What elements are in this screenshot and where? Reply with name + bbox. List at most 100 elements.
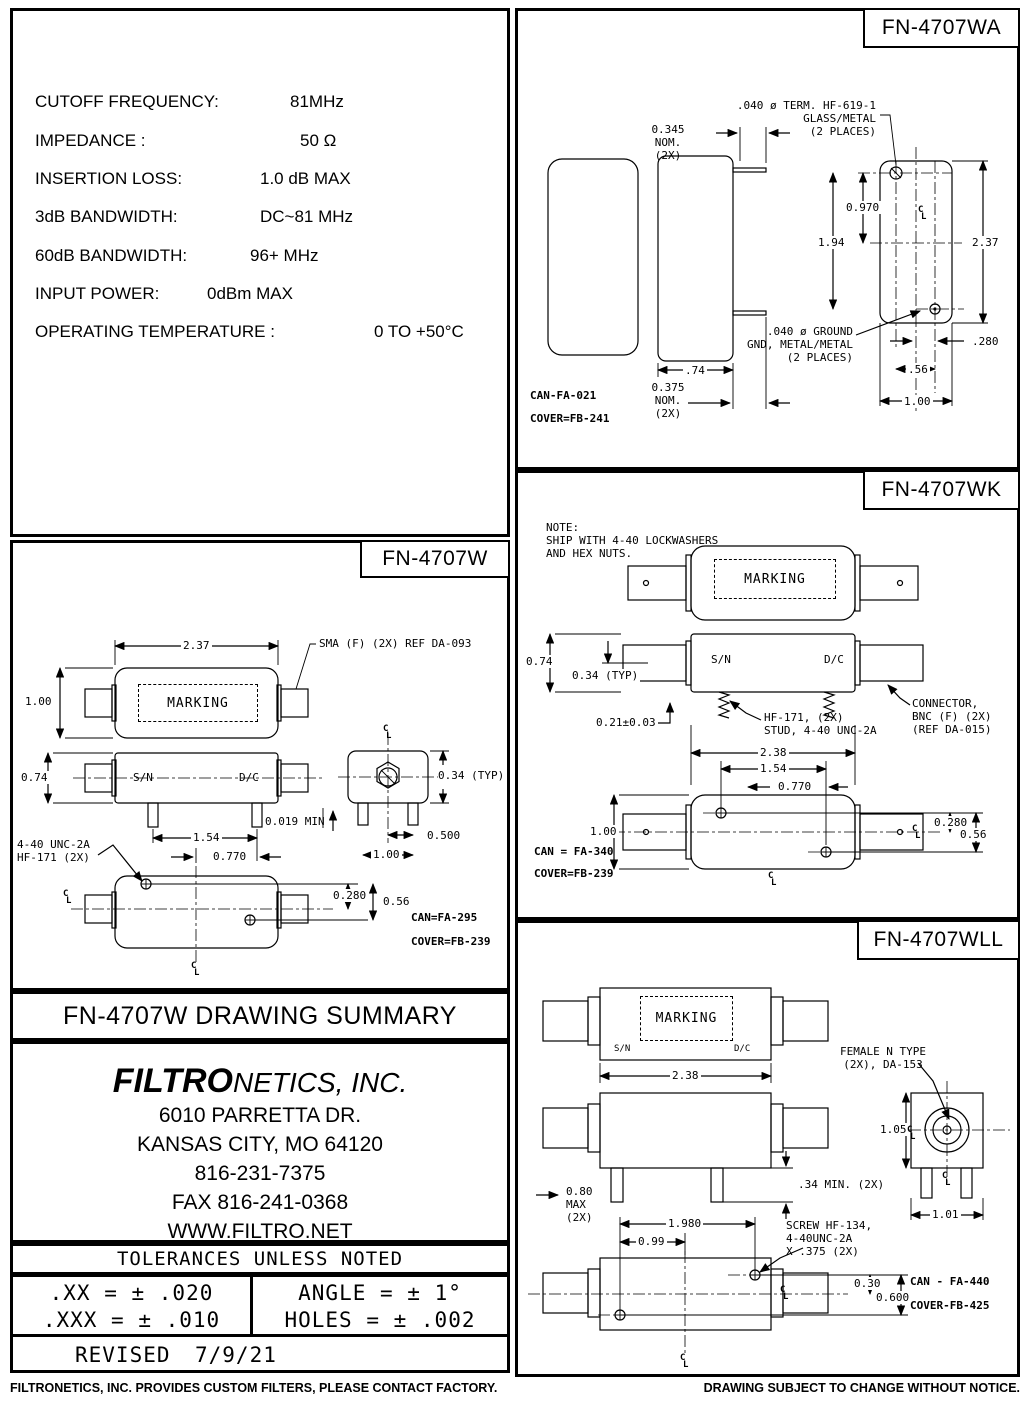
dim-label: 0.019 MIN <box>265 815 325 828</box>
callout-line: (2 PLACES) <box>786 351 853 364</box>
wll-drawing <box>528 987 1010 1353</box>
marking-label: MARKING <box>744 571 806 587</box>
dim-label: 0.375 <box>651 381 685 394</box>
wa-dim-0345: 0.345 NOM. (2X) <box>646 123 690 162</box>
w-title: FN-4707W <box>382 547 488 570</box>
company-address1: 6010 PARRETTA DR. <box>158 1104 362 1127</box>
spec-value: 1.0 dB MAX <box>260 169 351 188</box>
revised-label: REVISED <box>75 1343 171 1367</box>
callout-line: 4-40UNC-2A <box>786 1232 853 1245</box>
note-line: SHIP WITH 4-40 LOCKWASHERS <box>546 534 719 547</box>
dim-label: 1.00 <box>588 825 619 838</box>
tolerance-cell-linear: .XX = ± .020 .XXX = ± .010 <box>10 1274 253 1337</box>
dim-label: (2X) <box>566 1211 593 1224</box>
dim-label: .280 <box>970 335 1001 348</box>
company-name: FILTRONETICS, INC. <box>13 1062 507 1101</box>
callout-line: .040 ø TERM. HF-619-1 <box>736 99 876 112</box>
wll-connector-note: FEMALE N TYPE (2X), DA-153 <box>828 1045 938 1071</box>
dim-label: 2.38 <box>758 746 789 759</box>
callout-line: HF-171, (2X) <box>764 711 844 724</box>
wa-title: FN-4707WA <box>881 16 1002 39</box>
dim-label: 2.37 <box>181 639 212 652</box>
company-website: WWW.FILTRO.NET <box>167 1220 353 1243</box>
revised-box: REVISED 7/9/21 <box>10 1334 510 1373</box>
dc-label: D/C <box>734 1044 751 1054</box>
summary-title-box: FN-4707W DRAWING SUMMARY <box>10 991 510 1041</box>
w-marking-box: MARKING <box>138 684 258 722</box>
wk-marking-box: MARKING <box>714 559 836 599</box>
dim-label: 0.21±0.03 <box>594 716 658 729</box>
callout-line: SCREW HF-134, <box>786 1219 873 1232</box>
callout-line: (2X), DA-153 <box>843 1058 923 1071</box>
dim-label: 0.34 (TYP) <box>570 669 641 682</box>
dim-label: 0.74 <box>19 771 50 784</box>
wll-title: FN-4707WLL <box>873 928 1004 951</box>
dim-label: .56 <box>906 363 930 376</box>
dim-label: 0.770 <box>776 780 814 793</box>
wk-connector-note: CONNECTOR, BNC (F) (2X) (REF DA-015) <box>912 697 991 736</box>
dim-label: 1.94 <box>816 236 847 249</box>
company-name-bold: FILTRO <box>112 1062 233 1100</box>
wk-title: FN-4707WK <box>881 478 1002 501</box>
tolerance-xxx: .XXX = ± .010 <box>42 1308 221 1332</box>
spec-value: DC~81 MHz <box>260 207 354 226</box>
callout-line: BNC (F) (2X) <box>912 710 992 723</box>
wk-stud-note: HF-171, (2X) STUD, 4-40 UNC-2A <box>764 711 877 737</box>
callout-line: GND, METAL/METAL <box>747 338 853 351</box>
dim-label: 0.30 <box>852 1277 883 1290</box>
spec-value: 81MHz <box>290 92 344 111</box>
tolerances-title: TOLERANCES UNLESS NOTED <box>116 1248 404 1270</box>
footer-right: DRAWING SUBJECT TO CHANGE WITHOUT NOTICE… <box>703 1381 1020 1395</box>
spec-value: 0 TO +50°C <box>374 322 464 341</box>
dim-label: 1.54 <box>191 831 222 844</box>
company-fax: FAX 816-241-0368 <box>171 1191 349 1214</box>
marking-label: MARKING <box>655 1011 718 1026</box>
callout-line: X .375 (2X) <box>786 1245 859 1258</box>
callout-line: HF-171 (2X) <box>17 851 90 864</box>
dim-label: NOM. <box>654 394 682 407</box>
dim-label: 2.37 <box>970 236 1001 249</box>
note-line: NOTE: <box>546 521 580 534</box>
dim-label: 1.00 <box>23 695 54 708</box>
revised-date: 7/9/21 <box>195 1343 277 1367</box>
wll-screw-note: SCREW HF-134, 4-40UNC-2A X .375 (2X) <box>786 1219 872 1258</box>
sma-callout: SMA (F) (2X) REF DA-093 <box>319 637 472 650</box>
dc-label: D/C <box>239 771 259 784</box>
callout-line: (REF DA-015) <box>912 723 992 736</box>
wa-terminal-note: .040 ø TERM. HF-619-1 GLASS/METAL (2 PLA… <box>736 99 876 138</box>
marking-label: MARKING <box>167 695 229 711</box>
dim-label: 1.54 <box>758 762 789 775</box>
w-stud-note: 4-40 UNC-2A HF-171 (2X) <box>17 838 90 864</box>
cover-ref: COVER=FB-239 <box>411 935 491 948</box>
tolerance-angle: ANGLE = ± 1° <box>298 1281 462 1305</box>
sn-label: S/N <box>711 653 731 666</box>
dim-label: 0.345 <box>651 123 685 136</box>
wa-ground-note: .040 ø GROUND GND, METAL/METAL (2 PLACES… <box>718 325 853 364</box>
wk-title-box: FN-4707WK <box>863 470 1020 510</box>
can-ref: CAN - FA-440 <box>910 1275 990 1288</box>
dim-label: 0.74 <box>524 655 555 668</box>
callout-line: .040 ø GROUND <box>766 325 853 338</box>
note-line: AND HEX NUTS. <box>546 547 633 560</box>
dim-label: 1.980 <box>666 1217 704 1230</box>
spec-label: CUTOFF FREQUENCY: <box>35 92 219 111</box>
company-name-rest: NETICS, INC. <box>233 1067 408 1098</box>
dim-label: (2X) <box>654 149 682 162</box>
dim-label: 0.56 <box>381 895 412 908</box>
company-address2: KANSAS CITY, MO 64120 <box>137 1133 383 1156</box>
dim-label: 0.80 <box>566 1185 593 1198</box>
spec-value: 50 Ω <box>300 131 337 150</box>
wll-panel: FN-4707WLL <box>515 920 1020 1377</box>
sn-label: S/N <box>133 771 153 784</box>
spec-label: 60dB BANDWIDTH: <box>35 246 188 265</box>
dim-label: 2.38 <box>670 1069 701 1082</box>
spec-label: IMPEDANCE : <box>35 131 146 150</box>
spec-label: 3dB BANDWIDTH: <box>35 207 178 226</box>
company-box: FILTRONETICS, INC. 6010 PARRETTA DR. KAN… <box>10 1041 510 1243</box>
